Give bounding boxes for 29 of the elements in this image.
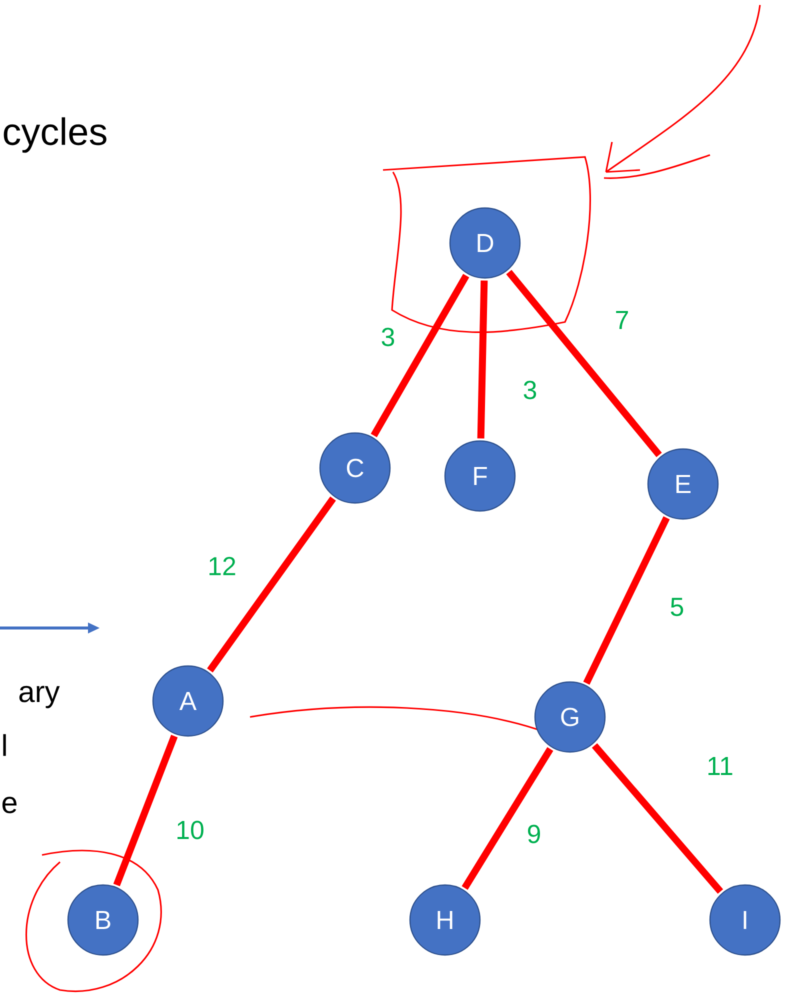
tree-edge bbox=[462, 747, 554, 890]
tree-edge bbox=[477, 280, 488, 438]
edge-weight: 11 bbox=[706, 756, 734, 776]
slide-text: ary bbox=[19, 686, 60, 708]
slide-text: cycles bbox=[4, 117, 106, 153]
tree-edge bbox=[113, 734, 178, 886]
edge-weight: 3 bbox=[522, 380, 538, 400]
graph-node: E bbox=[647, 448, 719, 520]
slide-text: e bbox=[2, 796, 17, 814]
edge-weight: 10 bbox=[174, 820, 206, 840]
graph-node: A bbox=[152, 665, 224, 737]
edge-weight: 5 bbox=[668, 596, 686, 618]
tree-edge bbox=[592, 743, 724, 894]
graph-node: D bbox=[449, 207, 521, 279]
graph-node: I bbox=[709, 884, 781, 956]
tree-edge bbox=[207, 496, 336, 672]
graph-node: H bbox=[409, 884, 481, 956]
tree-edge bbox=[506, 270, 662, 458]
edge-weight: 3 bbox=[380, 326, 396, 348]
graph-node: C bbox=[319, 432, 391, 504]
tree-edge bbox=[583, 516, 670, 685]
graph-node: G bbox=[534, 681, 606, 753]
edge-weight: 7 bbox=[614, 310, 630, 330]
graph-node: F bbox=[444, 440, 516, 512]
tree-edge bbox=[370, 274, 470, 438]
edge-weight: 12 bbox=[206, 556, 238, 576]
edge-weight: 9 bbox=[526, 824, 542, 844]
graph-node: B bbox=[67, 884, 139, 956]
slide-text: l bbox=[3, 734, 6, 756]
